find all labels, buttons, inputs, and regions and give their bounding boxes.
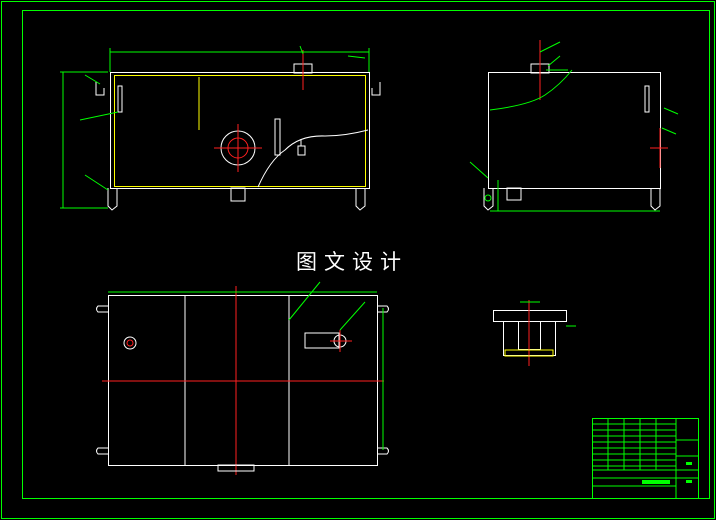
front-view [60, 45, 381, 211]
top-view [96, 281, 389, 475]
title-block [592, 418, 699, 499]
section-detail [493, 300, 576, 366]
title-block-grid [592, 423, 676, 467]
side-view [469, 40, 679, 212]
inner-frame [22, 10, 710, 499]
watermark-text: 图文设计 [296, 250, 408, 274]
